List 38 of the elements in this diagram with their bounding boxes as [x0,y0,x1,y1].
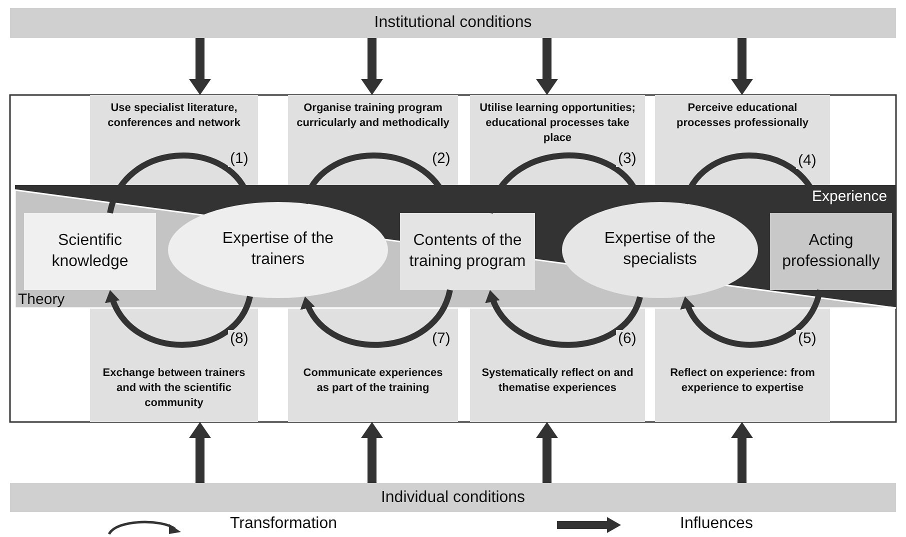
concept-box: Acting professionally [770,213,892,290]
legend-label: Transformation [230,515,337,533]
edge-label: (8) [228,330,250,347]
edge-label: (7) [430,330,452,347]
edge-label: (6) [616,330,638,347]
panel-text: Perceive educational processes professionally [655,95,830,147]
edge-label: (4) [796,152,818,169]
condition-band: Institutional conditions [10,8,896,38]
legend-label: Influences [680,515,753,533]
concept-box: Scientific knowledge [24,213,156,290]
edge-label: (1) [228,150,250,167]
panel-text: Communicate experiences as part of the training [288,356,458,422]
influence-arrow [536,38,558,95]
panel-text: Organise training program curricularly and methodically [288,95,458,147]
edge-label: (3) [616,150,638,167]
panel-text: Systematically reflect on and thematise experiences [470,356,645,422]
panel-text: Reflect on experience: from experience to expertise [655,356,830,422]
influence-arrow [189,422,211,483]
influence-arrow [731,38,753,95]
concept-box: Contents of the training program [400,213,535,290]
transformation-arrow [302,289,453,348]
condition-band: Individual conditions [10,483,896,512]
edge-label: (5) [796,330,818,347]
panel-text: Utilise learning opportunities; educational processes take place [470,95,645,147]
panel-text: Exchange between trainers and with the scientific community [90,356,258,422]
transformation-arrow [487,152,643,214]
influence-arrow [189,38,211,95]
influence-arrow [361,38,383,95]
region-label: Theory [18,291,65,308]
region-label: Experience [812,188,888,205]
transformation-arrow [682,289,823,348]
influence-arrow [731,422,753,483]
panel-text: Use specialist literature, conferences and network [90,95,258,147]
influence-arrow [536,422,558,483]
edge-label: (2) [430,150,452,167]
transformation-arrow [486,289,643,348]
transformation-arrow [106,289,253,348]
influence-arrow [361,422,383,483]
